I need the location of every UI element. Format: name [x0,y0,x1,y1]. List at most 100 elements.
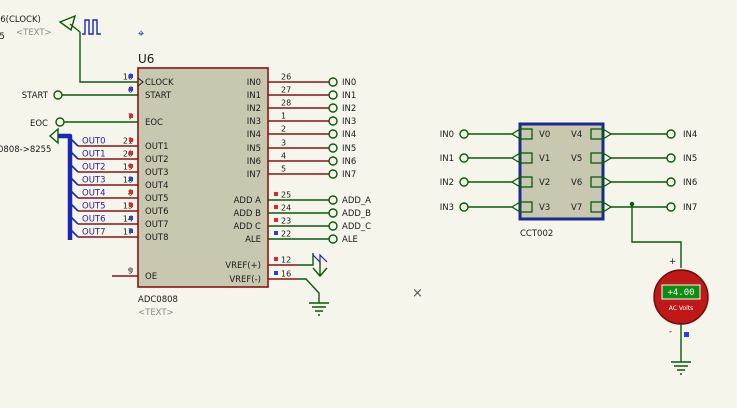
cct-net-in5-terminal-icon [666,153,676,163]
start-terminal-icon [53,90,63,100]
adc-net-in3-terminal-icon [328,116,338,126]
adc-pin-out1-marker [129,138,133,142]
adc-net-ale-terminal-icon [328,234,338,244]
adc-net-in0-label: IN0 [342,78,356,88]
adc-pin-out3-number: 19 [123,163,133,172]
adc-pin-in3-number: 1 [281,112,286,121]
adc-pin-out8-label: OUT8 [145,233,169,243]
adc-pin-in1-number: 27 [281,86,291,95]
adc-pin-out7-marker [129,216,133,220]
adc-pin-vref-number: 16 [281,270,291,279]
adc-ref-label: U6 [138,52,154,66]
adc-net-in1-label: IN1 [342,91,356,101]
meter-ground-icon [671,361,691,375]
adc-pin-out2-marker [129,151,133,155]
ac-voltmeter[interactable]: + +4.00 AC Volts - [629,201,709,375]
bus-entry-out2-label: OUT2 [82,163,106,173]
adc-pin-in5-label: IN5 [247,144,261,154]
adc-net-in4-label: IN4 [342,130,356,140]
adc-left-pins: 10CLOCK6START7EOC21OUT120OUT219OUT318OUT… [78,73,174,282]
adc-net-add-b-terminal-icon [328,208,338,218]
adc-pin-out7-label: OUT7 [145,220,169,230]
cct-net-in4-terminal-icon [666,129,676,139]
adc-pin-in2-number: 28 [281,99,291,108]
bus-entry-out4-link [69,189,79,199]
adc-pin-out2-label: OUT2 [145,155,169,165]
adc-net-in3-label: IN3 [342,117,356,127]
cct-pin-v1-arrow-icon [510,151,521,165]
cct-pin-v4-arrow-icon [602,127,613,141]
adc-pin-in7-label: IN7 [247,170,261,180]
cct-pin-v4-label: V4 [571,130,582,140]
adc-pin-in7-number: 5 [281,165,286,174]
cct-net-in2-terminal-icon [459,177,469,187]
adc-pin-eoc-marker [129,114,133,118]
adc-pin-out4-label: OUT4 [145,181,169,191]
adc-pin-vref-number: 12 [281,256,291,265]
adc-net-add-a-terminal-icon [328,195,338,205]
meter-minus-label: - [669,327,672,337]
adc-pin-ale-number: 22 [281,230,291,239]
cct-pin-v0-arrow-icon [510,127,521,141]
cct-net-in3-label: IN3 [440,203,454,213]
clock-text-placeholder: <TEXT> [16,28,52,38]
adc-pin-in5-number: 3 [281,139,286,148]
adc-right-pins: IN026IN0IN127IN1IN228IN2IN31IN3IN42IN4IN… [225,73,371,286]
adc-pin-eoc-label: EOC [145,118,163,128]
adc-part-label: ADC0808 [138,295,178,305]
ground-icon [309,302,329,316]
adc-pin-out2-number: 20 [123,150,133,159]
adc-net-in6-label: IN6 [342,157,356,167]
cct-part-label: CCT002 [520,229,553,239]
cct-net-in7-terminal-icon [666,202,676,212]
cct-pin-v6-arrow-icon [602,175,613,189]
cct-pin-v2-arrow-icon [510,175,521,189]
data-bus[interactable]: 0808->8255 OUT0OUT1OUT2OUT3OUT4OUT5OUT6O… [0,127,106,240]
adc-net-add-c-label: ADD_C [342,222,371,232]
adc-pin-in6-number: 4 [281,152,286,161]
bus-entry-out6-label: OUT6 [82,215,106,225]
bus-entry-out5-label: OUT5 [82,202,106,212]
adc-component[interactable]: U6 10CLOCK6START7EOC21OUT120OUT219OUT318… [78,52,371,318]
bus-entry-out7-label: OUT7 [82,228,106,238]
cct-net-in5-label: IN5 [683,154,697,164]
bus-entry-out0-link [69,137,79,147]
cct-pin-v3-arrow-icon [510,200,521,214]
meter-unit-label: AC Volts [669,305,694,312]
bus-entry-out3-link [69,176,79,186]
adc-pin-in3-label: IN3 [247,117,261,127]
bus-entry-out1-link [69,150,79,160]
adc-pin-in6-label: IN6 [247,157,261,167]
cct-net-in1-label: IN1 [440,154,454,164]
adc-net-in2-label: IN2 [342,104,356,114]
adc-pin-vref-marker [274,257,278,261]
start-terminal[interactable]: START [22,90,138,101]
eoc-terminal[interactable]: EOC [30,117,138,129]
adc-pin-add-b-number: 24 [281,204,291,213]
adc-pin-in4-number: 2 [281,125,286,134]
meter-plus-wire [631,204,682,268]
cct-net-in3-terminal-icon [459,202,469,212]
eoc-terminal-icon [55,117,65,127]
cct-net-in6-label: IN6 [683,178,697,188]
cct-pin-v1-label: V1 [539,154,550,164]
adc-pin-out5-label: OUT5 [145,194,169,204]
bus-entry-out7-link [69,228,79,238]
adc-net-in5-terminal-icon [328,143,338,153]
cct-net-in0-label: IN0 [440,130,454,140]
vref-minus-wire [298,278,320,303]
clock-ref-label: U6(CLOCK) [0,15,41,25]
cct-pin-v5-arrow-icon [602,151,613,165]
adc-pin-out1-number: 21 [123,137,133,146]
adc-pin-add-c-number: 23 [281,217,291,226]
adc-pin-start-label: START [145,91,172,101]
adc-pin-vref-label: VREF(-) [229,275,261,285]
meter-junction-icon [629,201,635,207]
adc-pin-out6-number: 15 [123,202,133,211]
vref-source-icon [312,262,328,278]
adc-pin-in1-label: IN1 [247,91,261,101]
clock-generator[interactable]: U6(CLOCK) 55 <TEXT> [0,14,138,83]
cct-body [518,122,605,221]
